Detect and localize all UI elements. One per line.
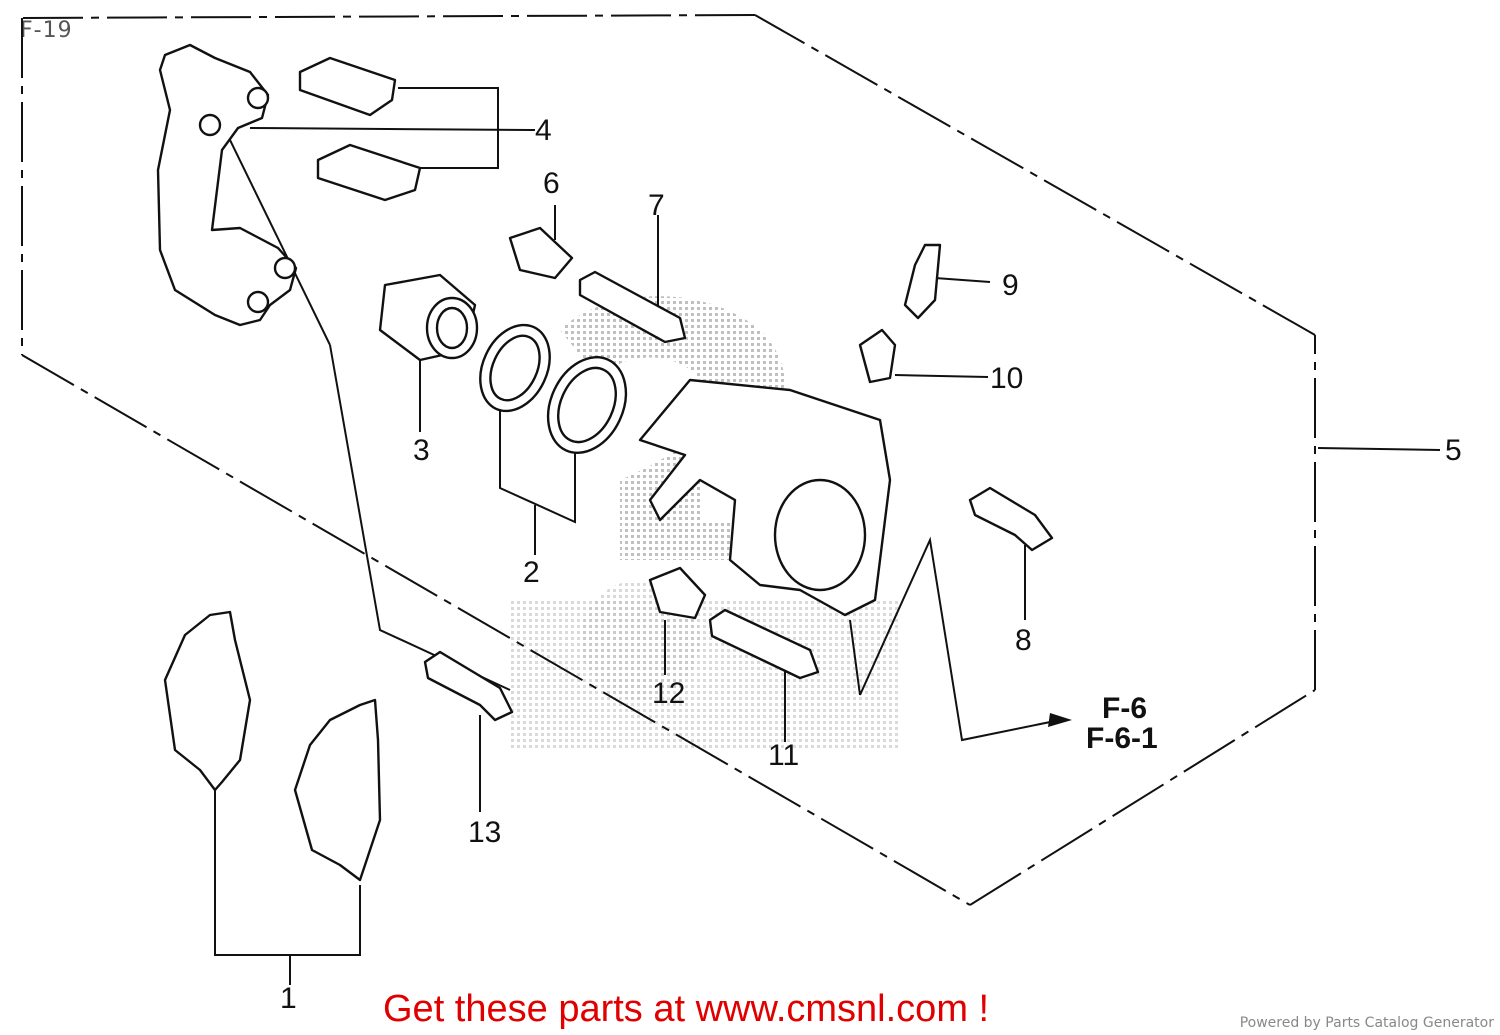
- callout-11: 11: [768, 739, 799, 772]
- piston: [378, 273, 479, 362]
- callout-2: 2: [523, 556, 540, 589]
- ref-label-f6-1: F-6-1: [1086, 722, 1158, 755]
- callout-6: 6: [543, 167, 560, 200]
- reference-arrow: [1048, 713, 1072, 727]
- callout-5: 5: [1445, 434, 1462, 467]
- callout-7: 7: [648, 189, 665, 222]
- callout-12: 12: [652, 677, 685, 710]
- boot-and-pin-lower: [423, 566, 820, 722]
- pad-spring-clips: [298, 56, 422, 202]
- ref-label-f6: F-6: [1102, 692, 1147, 725]
- callout-10: 10: [990, 362, 1023, 395]
- boot-and-pin-upper: [508, 226, 687, 344]
- bleeder-and-cap: [858, 243, 942, 384]
- caliper-bolt: [968, 486, 1054, 552]
- piston-seals: [479, 323, 628, 455]
- callout-9: 9: [1002, 269, 1019, 302]
- callout-8: 8: [1015, 624, 1032, 657]
- powered-by-footer: Powered by Parts Catalog Generator: [1239, 1015, 1494, 1031]
- callout-4: 4: [535, 114, 552, 147]
- caliper-body: [638, 378, 892, 617]
- promo-link[interactable]: Get these parts at www.cmsnl.com !: [383, 988, 990, 1030]
- assembly-outline: [21, 14, 1316, 906]
- callout-13: 13: [468, 816, 501, 849]
- page-code: F-19: [20, 18, 73, 43]
- caliper-bracket: [156, 43, 298, 327]
- brake-pads: [163, 610, 382, 882]
- callout-3: 3: [413, 434, 430, 467]
- callout-1: 1: [280, 982, 297, 1015]
